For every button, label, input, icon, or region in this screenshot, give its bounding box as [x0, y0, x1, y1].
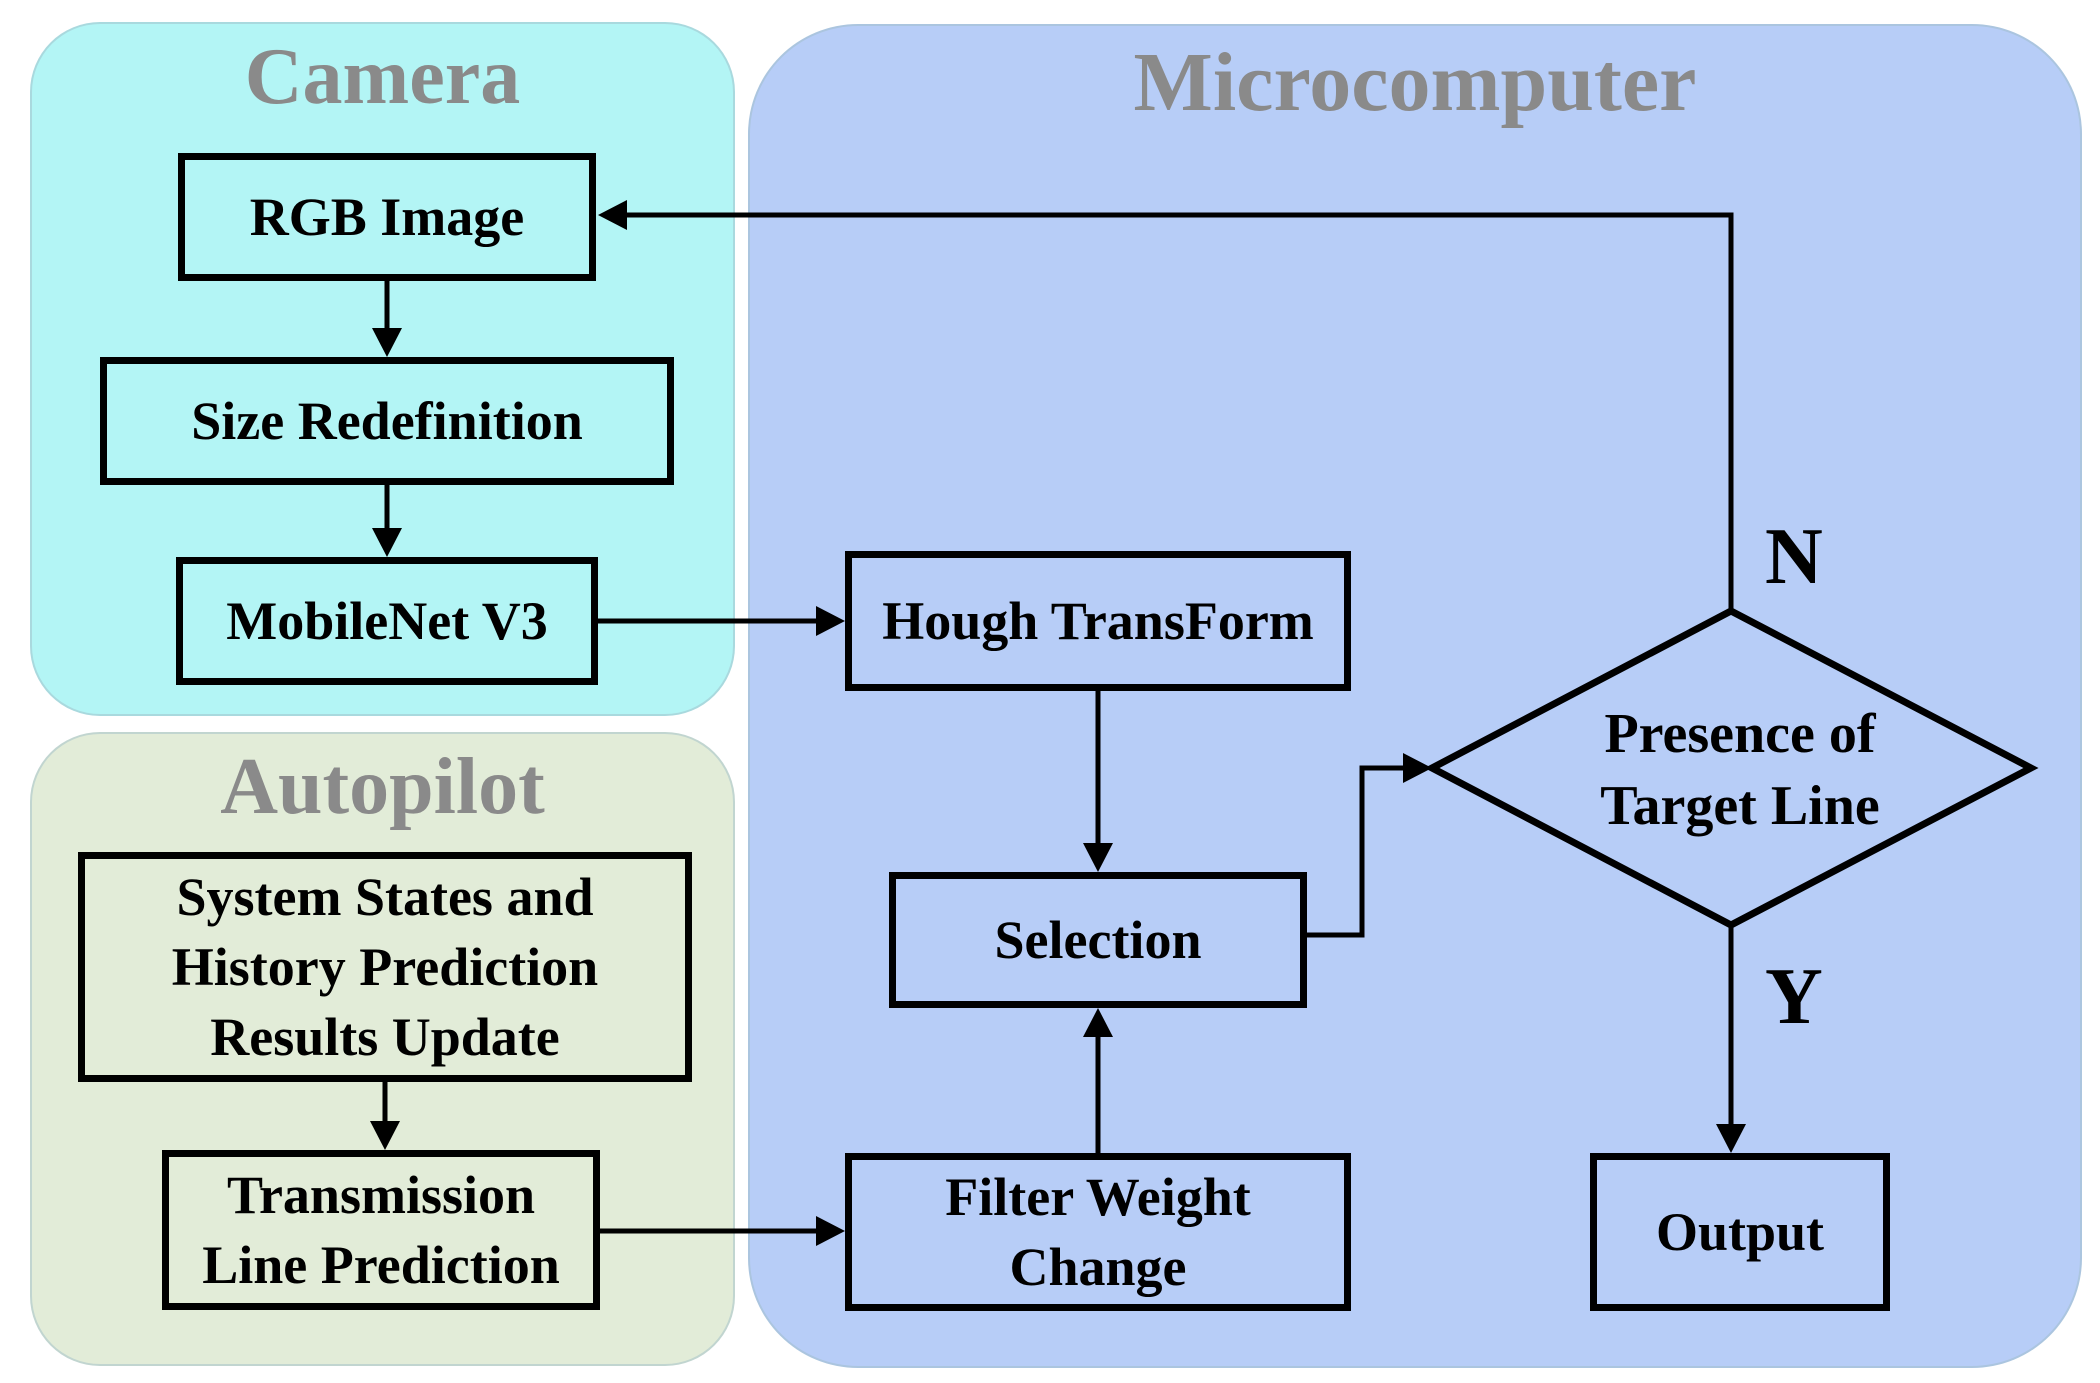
decision-diamond	[1424, 607, 2039, 929]
arrowhead-rgb-to-size	[372, 328, 402, 357]
mobilenet-node: MobileNet V3	[176, 557, 598, 685]
arrowhead-size-to-mobilenet	[372, 528, 402, 557]
arrowhead-filter-to-selection	[1083, 1008, 1113, 1037]
arrowhead-hough-to-selection	[1083, 843, 1113, 872]
system-states-node: System States and History Prediction Res…	[78, 852, 692, 1082]
arrowhead-selection-to-decision	[1403, 753, 1432, 783]
transmission-prediction-node: Transmission Line Prediction	[162, 1150, 600, 1310]
edge-decision-no-to-rgb	[625, 212, 1734, 611]
edge-selection-to-decision	[1307, 765, 1405, 938]
arrowhead-decision-no-to-rgb	[598, 200, 627, 230]
arrowhead-mobilenet-to-hough	[816, 606, 845, 636]
no-branch-label: N	[1765, 513, 1823, 601]
rgb-image-node: RGB Image	[178, 153, 596, 281]
microcomputer-region: Microcomputer	[748, 24, 2082, 1368]
arrowhead-transmission-to-filter	[816, 1216, 845, 1246]
arrowhead-system-to-transmission	[370, 1121, 400, 1150]
microcomputer-region-title: Microcomputer	[1133, 36, 1697, 129]
autopilot-region-title: Autopilot	[220, 743, 545, 831]
camera-region-title: Camera	[244, 33, 521, 121]
filter-weight-node: Filter Weight Change	[845, 1153, 1351, 1311]
selection-node: Selection	[889, 872, 1307, 1008]
decision-label: Presence of Target Line	[1600, 703, 1880, 837]
hough-transform-node: Hough TransForm	[845, 551, 1351, 691]
yes-branch-label: Y	[1765, 953, 1823, 1041]
size-redefinition-node: Size Redefinition	[100, 357, 674, 485]
output-node: Output	[1590, 1153, 1890, 1311]
arrowhead-decision-yes-to-output	[1716, 1124, 1746, 1153]
